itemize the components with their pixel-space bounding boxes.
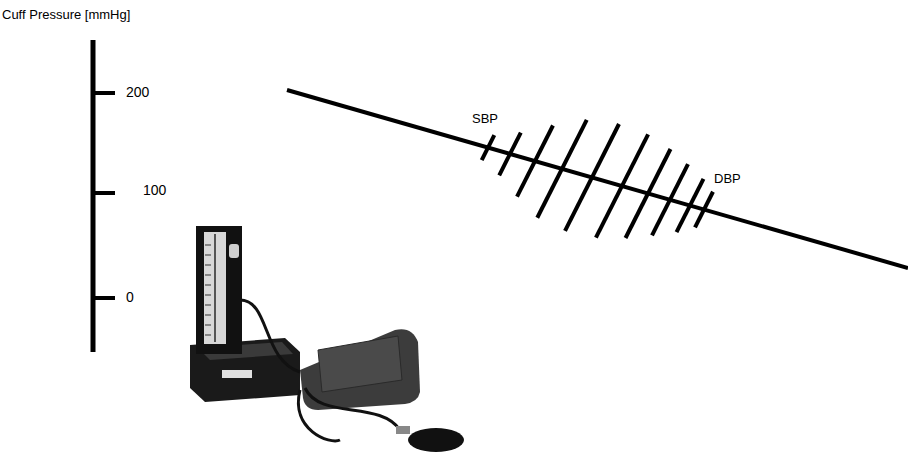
- sound-mark: [677, 179, 704, 232]
- sphygmomanometer: [190, 226, 464, 452]
- axis-tick: [93, 191, 115, 195]
- cuff-pressure-line: [287, 90, 908, 268]
- tick-value: 100: [143, 183, 166, 198]
- korotkoff-sounds: [482, 120, 713, 238]
- tick-value: 200: [126, 85, 149, 100]
- sound-mark: [565, 124, 619, 231]
- sound-mark: [626, 149, 671, 238]
- sound-mark: [482, 135, 495, 160]
- axis-tick: [93, 296, 115, 300]
- axis-title: Cuff Pressure [mmHg]: [2, 8, 130, 22]
- pressure-axis: [91, 40, 96, 352]
- sound-mark: [652, 164, 688, 235]
- sound-mark: [596, 134, 648, 237]
- diastolic-label: DBP: [714, 172, 741, 186]
- axis-tick: [93, 91, 115, 95]
- tick-value: 0: [126, 290, 134, 305]
- sound-mark: [695, 192, 713, 228]
- systolic-label: SBP: [472, 112, 498, 126]
- sound-mark: [517, 125, 553, 196]
- sound-mark: [499, 133, 521, 176]
